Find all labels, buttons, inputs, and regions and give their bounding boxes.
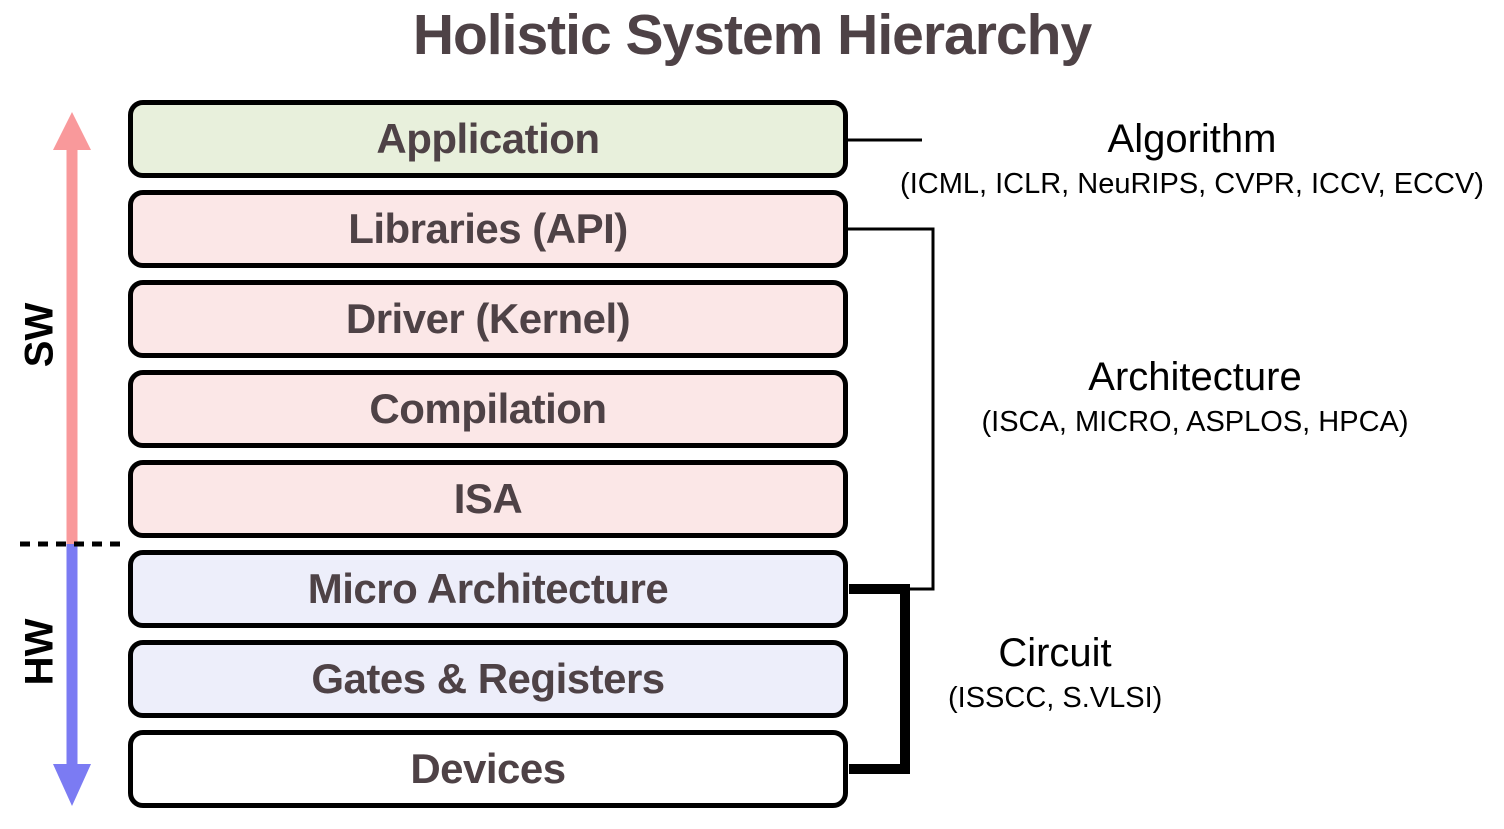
box-devices-label: Devices (410, 745, 566, 792)
box-micro-architecture: Micro Architecture (128, 550, 848, 628)
annotation-architecture-venues: (ISCA, MICRO, ASPLOS, HPCA) (981, 406, 1409, 438)
annotation-circuit: Circuit (ISSCC, S.VLSI) (948, 630, 1162, 716)
hw-axis-label: HW (17, 618, 62, 686)
annotation-algorithm: Algorithm (ICML, ICLR, NeuRIPS, CVPR, IC… (880, 116, 1504, 202)
box-devices: Devices (128, 730, 848, 808)
circuit-bracket-line (849, 584, 910, 774)
box-isa-label: ISA (453, 475, 523, 522)
annotation-algorithm-title: Algorithm (1107, 117, 1277, 161)
annotation-circuit-title: Circuit (998, 631, 1112, 675)
annotation-architecture: Architecture (ISCA, MICRO, ASPLOS, HPCA) (930, 354, 1460, 440)
hw-arrowhead-icon (53, 764, 91, 806)
box-libraries-api-label: Libraries (API) (348, 205, 628, 252)
architecture-bracket-line (848, 227, 935, 591)
box-compilation-label: Compilation (369, 385, 607, 432)
annotation-circuit-venues: (ISSCC, S.VLSI) (948, 682, 1163, 714)
box-gates-registers: Gates & Registers (128, 640, 848, 718)
page-title: Holistic System Hierarchy (412, 3, 1092, 67)
box-application-label: Application (376, 115, 600, 162)
hierarchy-stack: Application Libraries (API) Driver (Kern… (128, 100, 848, 808)
box-gates-registers-label: Gates & Registers (311, 655, 665, 702)
sw-arrowhead-icon (53, 112, 91, 150)
box-micro-architecture-label: Micro Architecture (307, 565, 669, 612)
box-libraries-api: Libraries (API) (128, 190, 848, 268)
box-isa: ISA (128, 460, 848, 538)
box-driver-kernel-label: Driver (Kernel) (345, 295, 631, 342)
annotation-algorithm-venues: (ICML, ICLR, NeuRIPS, CVPR, ICCV, ECCV) (900, 168, 1484, 200)
box-application: Application (128, 100, 848, 178)
sw-axis-label: SW (17, 302, 62, 368)
annotation-architecture-title: Architecture (1088, 355, 1302, 399)
box-driver-kernel: Driver (Kernel) (128, 280, 848, 358)
box-compilation: Compilation (128, 370, 848, 448)
